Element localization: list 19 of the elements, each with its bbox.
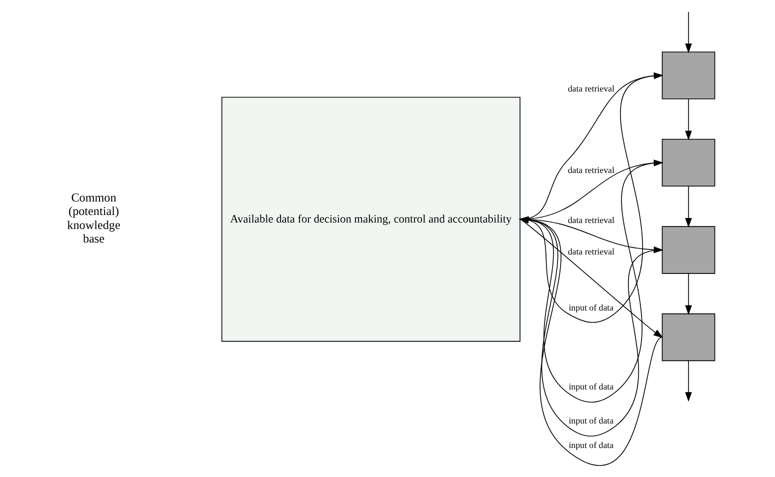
edge-label: input of data [568, 382, 614, 392]
arrow [685, 12, 692, 54]
node-box [662, 52, 716, 100]
edge-label: input of data [568, 302, 614, 312]
edge-label: input of data [568, 416, 614, 426]
arrow [685, 360, 692, 402]
node-box [662, 226, 716, 274]
edge-label: input of data [568, 440, 614, 450]
arrow [685, 98, 692, 140]
node-box: Available data for decision making, control and accountability [221, 96, 520, 342]
label: Common (potential) knowledge base [67, 190, 120, 246]
edge-label: data retrieval [568, 83, 614, 94]
edge-label: data retrieval [568, 165, 614, 176]
arrow [685, 186, 692, 228]
arrow [685, 273, 692, 315]
node-box [662, 313, 716, 362]
edge-label: data retrieval [568, 246, 614, 257]
edge-label: data retrieval [568, 215, 614, 226]
node-box [662, 138, 716, 187]
